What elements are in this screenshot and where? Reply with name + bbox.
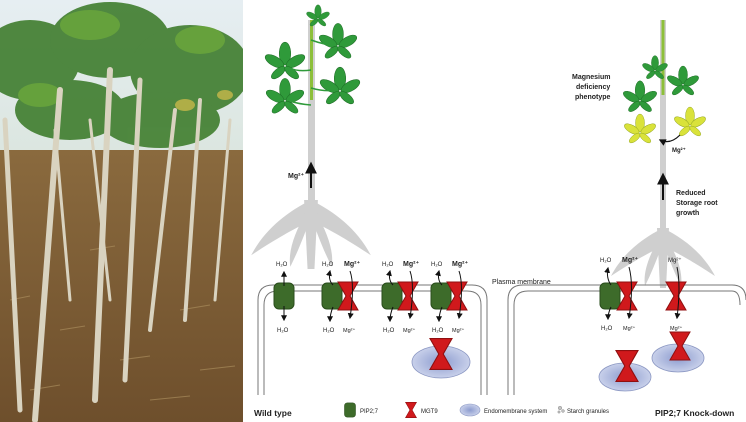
wt-endomembrane xyxy=(411,338,471,379)
kd-reduced-label-3: growth xyxy=(676,210,699,217)
legend: PIP2;7 MGT9 Endomembrane system Starch g… xyxy=(344,402,609,418)
wt-channel-2: H₂O Mg²⁺ H₂O Mg²⁺ xyxy=(321,260,360,334)
knockdown-title: PIP2;7 Knock-down xyxy=(655,408,734,418)
knockdown-cell xyxy=(507,284,746,395)
svg-text:H₂O: H₂O xyxy=(382,262,394,268)
legend-mgt-label: MGT9 xyxy=(421,409,438,415)
svg-text:Mg²⁺: Mg²⁺ xyxy=(403,327,415,334)
wild-type-title: Wild type xyxy=(254,408,292,418)
svg-text:H₂O: H₂O xyxy=(431,262,443,268)
svg-text:H₂O: H₂O xyxy=(383,328,395,334)
wt-channel-4: H₂O Mg²⁺ H₂O Mg²⁺ xyxy=(430,260,468,334)
legend-pip-label: PIP2;7 xyxy=(360,409,379,415)
svg-text:H₂O: H₂O xyxy=(322,262,334,268)
cassava-field-photo xyxy=(0,0,243,422)
svg-text:Mg²⁺: Mg²⁺ xyxy=(343,327,355,334)
kd-phenotype-label-1: Magnesium xyxy=(572,74,611,81)
kd-reduced-label-2: Storage root xyxy=(676,200,718,207)
legend-endo-icon xyxy=(459,403,481,417)
svg-text:Mg²⁺: Mg²⁺ xyxy=(452,260,468,268)
svg-text:Mg²⁺: Mg²⁺ xyxy=(403,260,419,268)
knockdown-plant: Mg²⁺ Magnesium deficiency phenotype Redu… xyxy=(572,20,718,288)
svg-text:H₂O: H₂O xyxy=(432,328,444,334)
kd-endomembrane-2 xyxy=(651,331,705,373)
svg-text:H₂O: H₂O xyxy=(600,258,612,264)
svg-text:Mg²⁺: Mg²⁺ xyxy=(668,257,682,264)
legend-starch-label: Starch granules xyxy=(567,409,609,415)
wild-type-plant: Mg²⁺ xyxy=(251,4,371,269)
svg-text:H₂O: H₂O xyxy=(601,326,613,332)
svg-text:Mg²⁺: Mg²⁺ xyxy=(344,260,360,268)
kd-phenotype-label-2: deficiency xyxy=(576,84,610,91)
kd-endomembrane-1 xyxy=(598,350,652,392)
svg-text:H₂O: H₂O xyxy=(323,328,335,334)
wild-type-cell xyxy=(257,284,488,395)
kd-channel-2: Mg²⁺ Mg²⁺ xyxy=(665,257,687,332)
kd-channel-1: H₂O Mg²⁺ H₂O Mg²⁺ xyxy=(599,256,638,332)
svg-text:Mg²⁺: Mg²⁺ xyxy=(670,325,682,332)
kd-reduced-label-1: Reduced xyxy=(676,190,706,197)
legend-mgt-icon xyxy=(405,402,417,418)
starch-granule-icon xyxy=(557,406,565,414)
svg-text:H₂O: H₂O xyxy=(277,328,289,334)
kd-mg-label: Mg²⁺ xyxy=(672,147,686,154)
svg-text:Mg²⁺: Mg²⁺ xyxy=(622,256,638,264)
plasma-membrane-label: Plasma membrane xyxy=(492,279,551,286)
svg-text:H₂O: H₂O xyxy=(276,262,288,268)
wt-mg-transport-label: Mg²⁺ xyxy=(288,172,304,180)
legend-pip-icon xyxy=(344,402,356,418)
svg-text:Mg²⁺: Mg²⁺ xyxy=(452,327,464,334)
wt-channel-1: H₂O H₂O xyxy=(273,262,295,334)
kd-phenotype-label-3: phenotype xyxy=(575,94,610,101)
wt-channel-3: H₂O Mg²⁺ H₂O Mg²⁺ xyxy=(381,260,419,334)
svg-text:Mg²⁺: Mg²⁺ xyxy=(623,325,635,332)
legend-endo-label: Endomembrane system xyxy=(484,409,547,415)
